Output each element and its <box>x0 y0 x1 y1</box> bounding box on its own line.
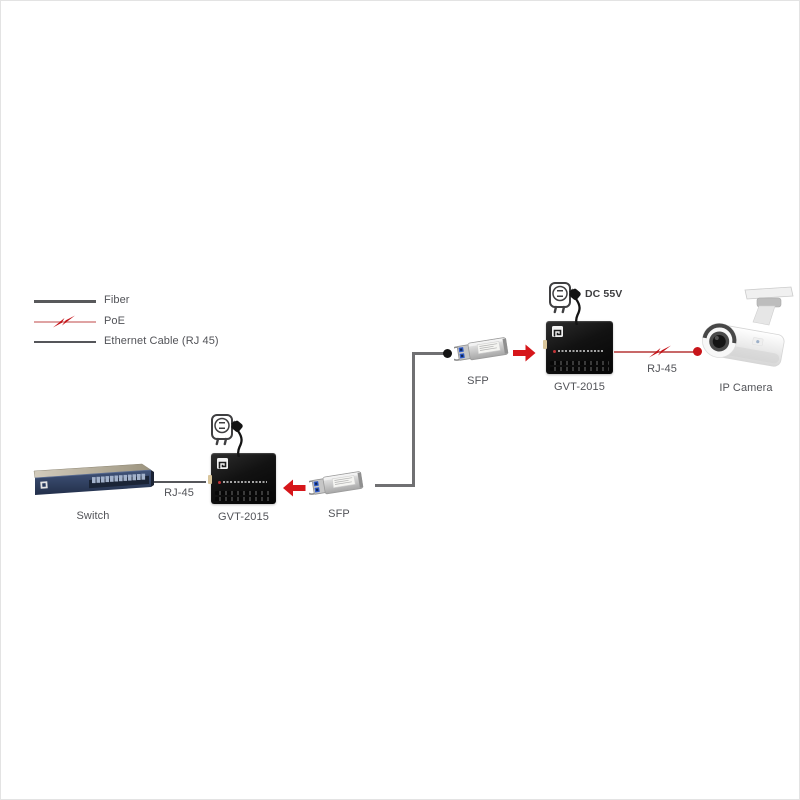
fiber-link-segment-vertical <box>412 352 415 487</box>
fiber-endpoint-dot <box>443 349 452 358</box>
legend-fiber-line-sample <box>34 300 96 303</box>
sfp-left-label: SFP <box>328 508 350 520</box>
sfp-module-left-image <box>309 471 364 495</box>
arrow-left-icon <box>283 479 306 497</box>
gvt-2015-right-device <box>543 321 613 374</box>
gvt-left-label: GVT-2015 <box>218 511 269 523</box>
fiber-link-segment-bottom <box>375 484 415 487</box>
arrow-right-icon <box>513 344 536 362</box>
poe-bolt-icon <box>649 345 671 358</box>
vent-slots <box>550 359 609 371</box>
sfp-right-label: SFP <box>467 375 489 387</box>
switch-label: Switch <box>76 510 110 522</box>
side-connector-tab <box>208 475 212 485</box>
levelone-logo-icon <box>552 326 563 337</box>
ip-camera-image <box>701 286 794 367</box>
gvt-right-label: GVT-2015 <box>554 381 605 393</box>
ethernet-link-switch-gvt <box>154 481 206 483</box>
gvt-2015-left-device <box>208 453 276 504</box>
rj45-label-upper: RJ-45 <box>647 363 677 375</box>
levelone-logo-icon <box>217 458 228 469</box>
rj45-label-lower: RJ-45 <box>164 487 194 499</box>
power-plug-icon-right <box>549 282 581 325</box>
dc-55v-label: DC 55V <box>585 288 623 300</box>
sfp-module-right-image <box>454 337 509 361</box>
ip-camera-label: IP Camera <box>719 382 773 394</box>
device-front-print <box>218 480 267 484</box>
vent-slots <box>215 489 272 501</box>
legend-label-ethernet: Ethernet Cable (RJ 45) <box>104 335 219 347</box>
switch-image <box>33 463 154 495</box>
legend-poe-bolt-icon <box>53 315 75 328</box>
legend-label-fiber: Fiber <box>104 294 130 306</box>
legend-ethernet-line-sample <box>34 341 96 343</box>
fiber-link-segment-top <box>412 352 445 355</box>
device-front-print <box>553 349 604 353</box>
legend-label-poe: PoE <box>104 315 126 327</box>
power-plug-icon-left <box>211 414 243 457</box>
poe-endpoint-dot <box>693 347 702 356</box>
side-connector-tab <box>543 340 547 350</box>
